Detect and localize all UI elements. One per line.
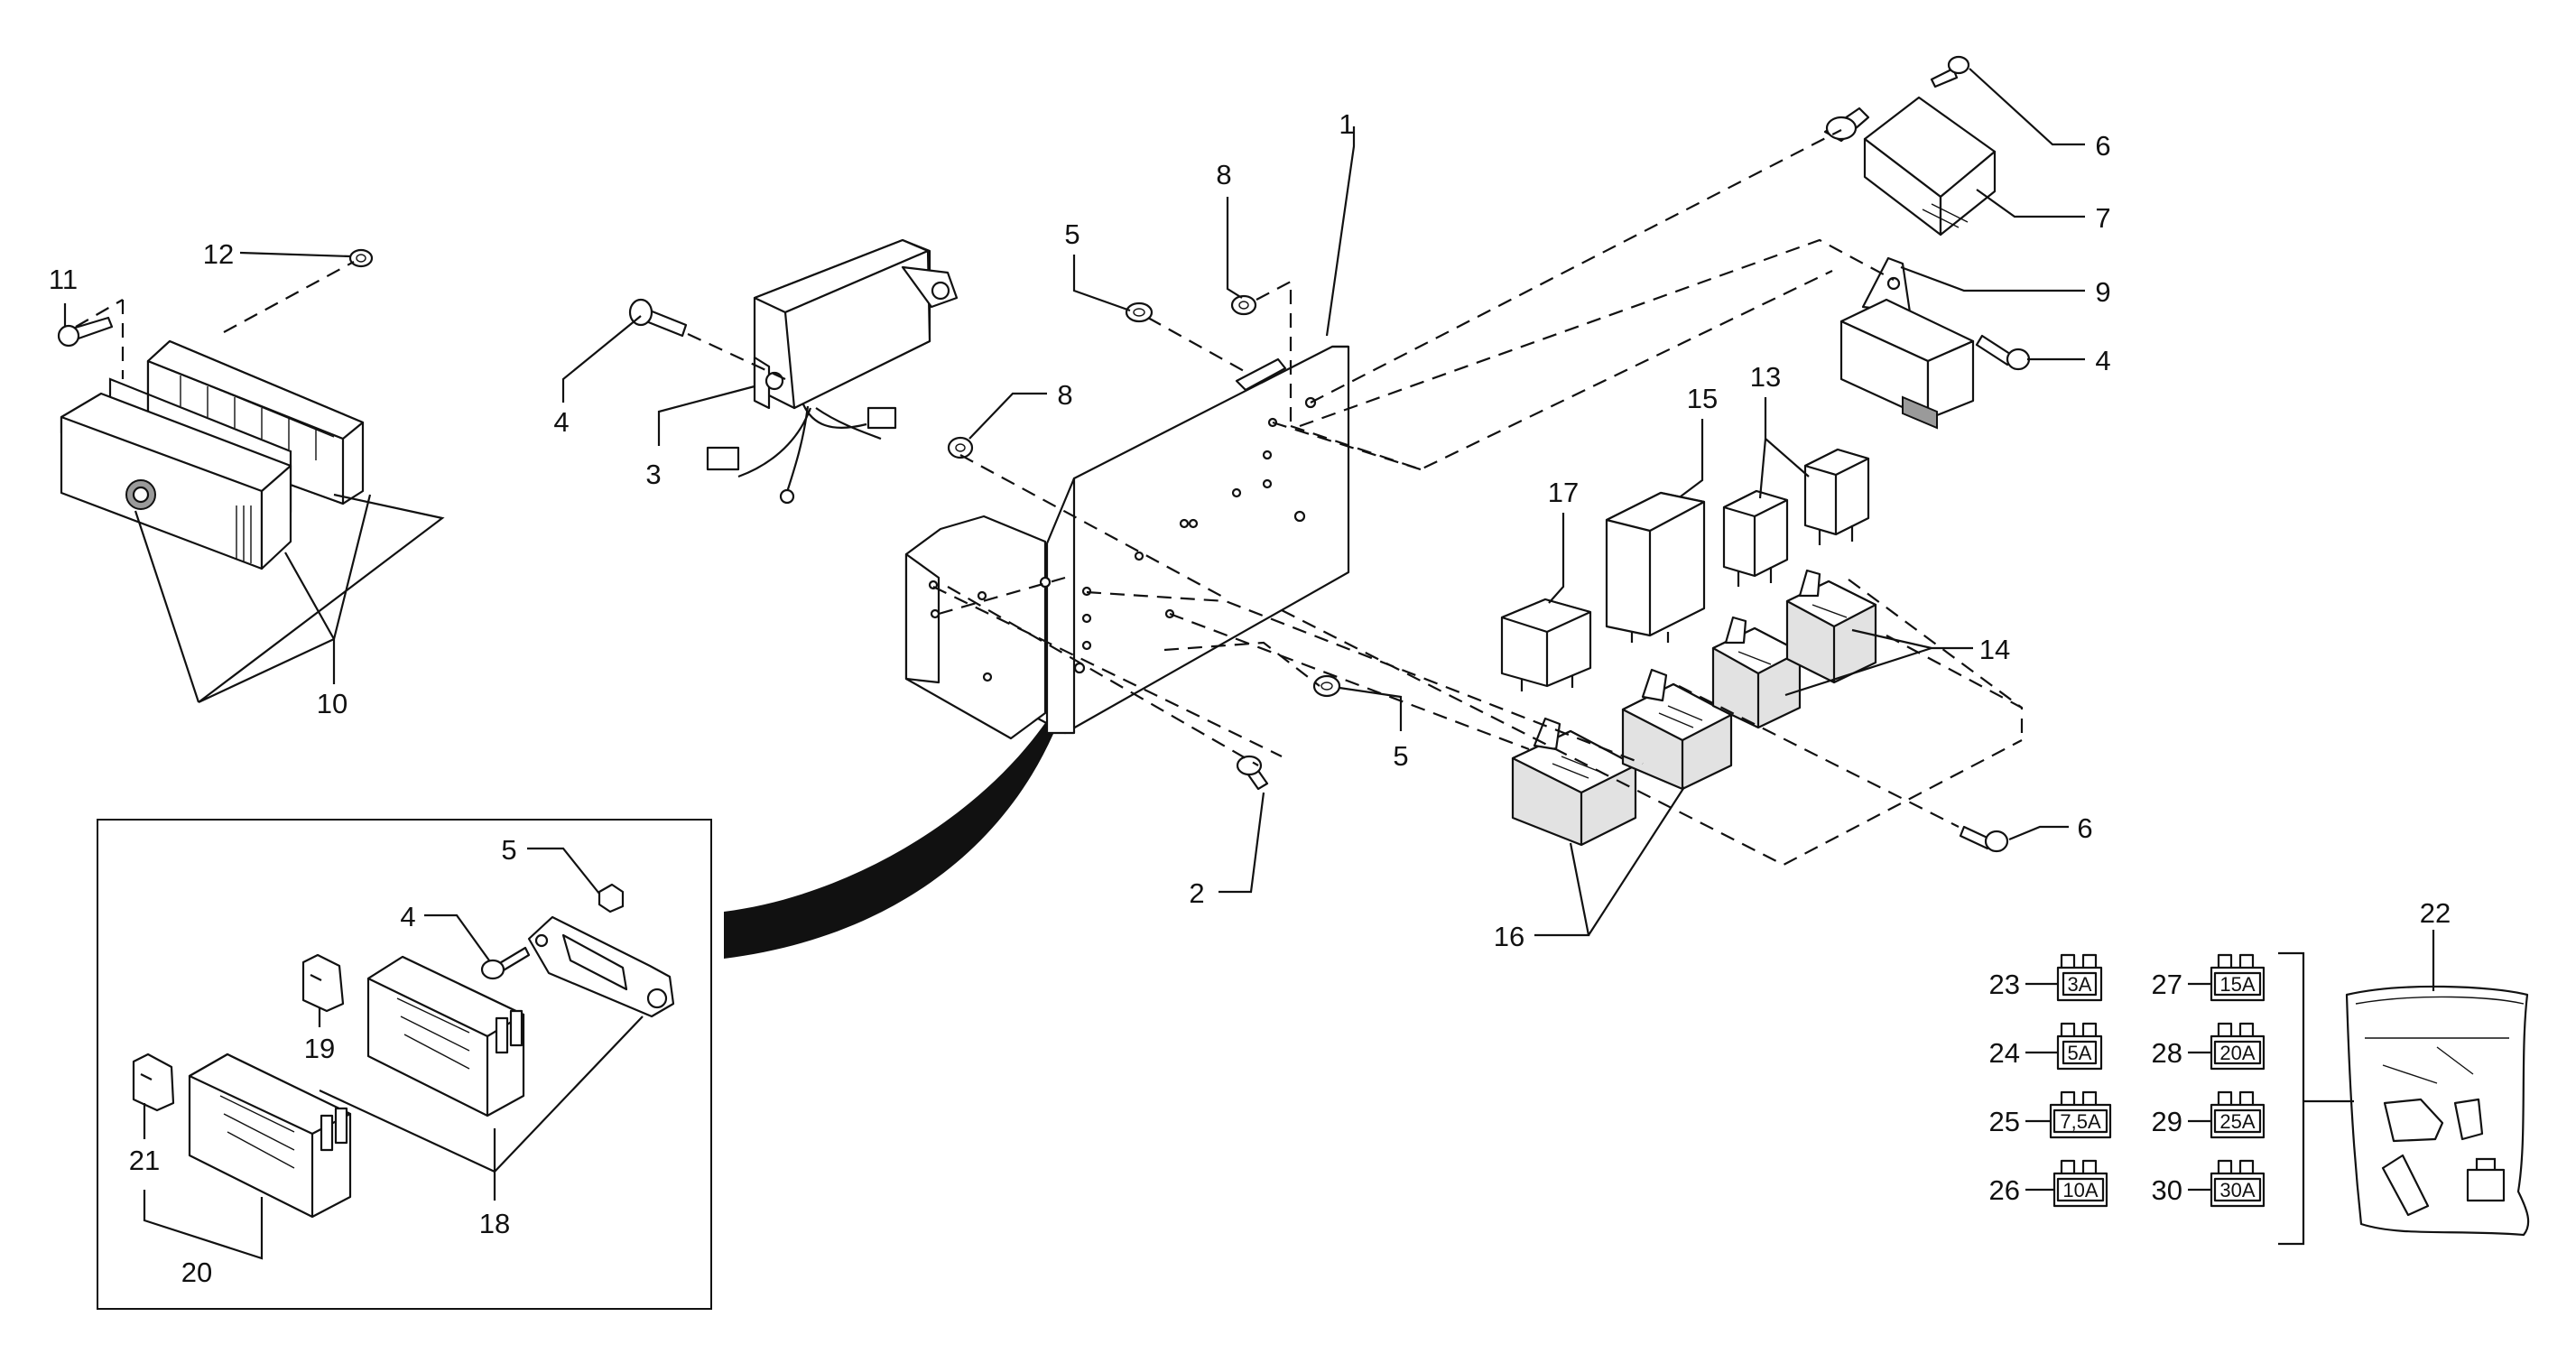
inset-fuse-holder-20: [188, 1053, 352, 1219]
bolt-6-bottom: [1959, 825, 2009, 853]
callout-21: 21: [129, 1145, 160, 1176]
fuse-rating-28: 20A: [2219, 1042, 2255, 1064]
leader-lines: [63, 68, 2435, 1260]
callout-14: 14: [1979, 634, 2010, 665]
bolt-4-left: [628, 298, 688, 338]
fuse-rating-26: 10A: [2062, 1179, 2098, 1201]
fuse-rating-29: 25A: [2219, 1110, 2255, 1133]
fuse-icon-28: [2210, 1022, 2266, 1071]
callout-8-mid: 8: [1057, 379, 1072, 411]
flasher-unit-9: [1839, 256, 1975, 430]
fuse-rating-labels: 3A 5A 7,5A 10A 15A 20A 25A 30A: [2060, 973, 2256, 1201]
callout-4-inset: 4: [400, 901, 415, 932]
fuse-rating-24: 5A: [2068, 1042, 2092, 1064]
nut-8-mid: [947, 436, 974, 459]
relay-13-left: [1722, 489, 1789, 587]
callout-4-left: 4: [553, 406, 569, 438]
fuse-rating-25: 7,5A: [2060, 1110, 2101, 1133]
callout-20: 20: [181, 1257, 212, 1288]
callout-labels: 1 2 3 4 4 4 5 5 5 6 6 7 8 8 9 10 11 12 1…: [49, 108, 2451, 1288]
fuse-icon-26: [2052, 1159, 2108, 1208]
relay-socket-16-a: [1511, 717, 1637, 847]
callout-8-top: 8: [1216, 159, 1231, 190]
fuse-ref-28: 28: [2152, 1037, 2182, 1069]
relay-15: [1605, 491, 1706, 643]
inset-fuse-holder-18: [366, 955, 525, 1118]
callout-5-mid: 5: [1393, 740, 1408, 772]
fuse-bag-22: [2345, 985, 2530, 1237]
fuse-group-bracket: [2278, 951, 2354, 1246]
callout-12: 12: [203, 238, 234, 270]
callout-4-right: 4: [2095, 345, 2110, 376]
inset-nut-5: [598, 883, 625, 913]
fuse-icons: [2049, 953, 2266, 1208]
inset-fuse-19: [301, 953, 345, 1013]
callout-22: 22: [2420, 897, 2451, 929]
fuse-icon-30: [2210, 1159, 2266, 1208]
fuse-icon-29: [2210, 1090, 2266, 1139]
relay-7: [1823, 96, 1997, 236]
fuse-rating-30: 30A: [2219, 1179, 2255, 1201]
callout-3: 3: [645, 459, 661, 490]
fuse-ref-25: 25: [1989, 1106, 2020, 1137]
callout-18: 18: [479, 1208, 510, 1239]
callout-16: 16: [1494, 921, 1524, 952]
fuse-icon-25: [2049, 1090, 2112, 1139]
callout-5-inset: 5: [501, 834, 516, 866]
fuse-box-assembly: [60, 339, 365, 570]
electronic-module: [706, 238, 959, 505]
nut-12: [348, 248, 374, 268]
relay-socket-14-a: [1711, 616, 1802, 729]
inset-screw-4: [480, 946, 531, 980]
fuse-reference-labels: 23 24 25 26 27 28 29 30: [1989, 969, 2182, 1206]
fuse-ref-26: 26: [1989, 1174, 2020, 1206]
fuse-ref-30: 30: [2152, 1174, 2182, 1206]
callout-7: 7: [2095, 202, 2110, 234]
inset-fuse-21: [132, 1053, 175, 1112]
nut-5-mid: [1312, 674, 1341, 698]
fuse-icon-24: [2056, 1022, 2103, 1071]
callout-17: 17: [1548, 477, 1579, 508]
fuse-ref-29: 29: [2152, 1106, 2182, 1137]
screw-11: [57, 316, 114, 348]
detail-inset-frame: [97, 819, 712, 1310]
bolt-4-right: [1975, 334, 2031, 371]
bolt-6-top: [1930, 55, 1970, 88]
callout-2: 2: [1189, 877, 1204, 909]
fuse-ref-24: 24: [1989, 1037, 2020, 1069]
mounting-bracket: [904, 345, 1350, 740]
fuse-ref-23: 23: [1989, 969, 2020, 1000]
detail-connector-wedge: [724, 670, 1076, 959]
relay-13-right: [1803, 448, 1870, 545]
callout-13: 13: [1750, 361, 1781, 393]
nut-5-top: [1125, 301, 1154, 323]
inset-mounting-plate: [527, 915, 675, 1018]
callout-19: 19: [304, 1033, 335, 1064]
callout-11: 11: [49, 264, 78, 295]
assembly-dashed-lines: [75, 129, 2024, 867]
fuse-rating-23: 3A: [2068, 973, 2092, 996]
fuse-icon-27: [2210, 953, 2266, 1002]
relay-socket-14-b: [1785, 569, 1877, 684]
fuse-ref-27: 27: [2152, 969, 2182, 1000]
callout-10: 10: [317, 688, 347, 719]
callout-6-bottom: 6: [2077, 812, 2092, 844]
nut-8-top: [1230, 294, 1257, 316]
bolt-2: [1236, 755, 1269, 791]
callout-1: 1: [1339, 108, 1354, 140]
callout-5-top: 5: [1064, 218, 1080, 250]
fuse-rating-27: 15A: [2219, 973, 2255, 996]
relay-17: [1500, 598, 1592, 691]
callout-6-top: 6: [2095, 130, 2110, 162]
callout-9: 9: [2095, 276, 2110, 308]
callout-15: 15: [1687, 383, 1718, 414]
